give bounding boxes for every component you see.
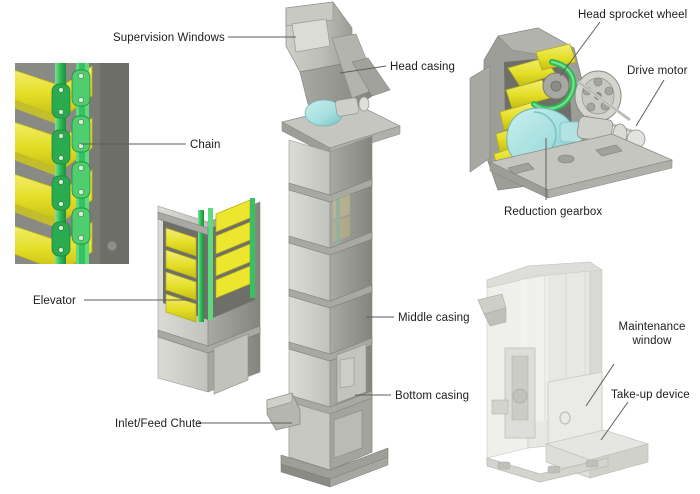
head-base-plate bbox=[488, 133, 674, 191]
leader-maintenance-window bbox=[585, 363, 615, 407]
label-head-sprocket-wheel: Head sprocket wheel bbox=[578, 9, 688, 21]
leader-lines bbox=[81, 21, 665, 441]
label-drive-motor: Drive motor bbox=[627, 65, 688, 77]
chain-pins bbox=[58, 73, 84, 253]
chain-strand-left bbox=[55, 62, 66, 265]
head-platform bbox=[281, 103, 401, 149]
boot-base bbox=[486, 457, 609, 483]
label-reduction-gearbox: Reduction gearbox bbox=[504, 206, 603, 218]
takeup-frame bbox=[339, 357, 355, 389]
inlet-feed-chute-shape bbox=[266, 392, 301, 431]
base-mounts bbox=[507, 144, 623, 175]
bottom-casing-group bbox=[266, 357, 389, 488]
head-chain bbox=[531, 59, 577, 112]
leader-head-sprocket-wheel bbox=[559, 21, 601, 77]
drive-motor-shape bbox=[335, 97, 359, 117]
inset-chain-2 bbox=[208, 208, 213, 320]
inset-chain-3 bbox=[250, 198, 255, 298]
boot-takeup-frame bbox=[491, 347, 536, 439]
access-panel bbox=[336, 343, 367, 404]
casing-showthrough bbox=[333, 194, 350, 245]
base-frame bbox=[280, 447, 389, 480]
bucket-shapes bbox=[14, 65, 93, 265]
label-head-casing: Head casing bbox=[390, 61, 456, 73]
label-maintenance-window: Maintenance window bbox=[618, 321, 686, 347]
boot-section-detail bbox=[477, 261, 650, 483]
reduction-gearbox-shape-detail bbox=[506, 107, 583, 173]
leader-drive-motor bbox=[635, 79, 665, 127]
chain-strand-right bbox=[76, 62, 89, 265]
drive-motor-shape-detail bbox=[576, 115, 646, 149]
take-up-device-shape bbox=[544, 429, 650, 461]
label-bottom-casing: Bottom casing bbox=[395, 390, 470, 402]
drive-pulley bbox=[574, 70, 622, 122]
label-take-up-device: Take-up device bbox=[611, 389, 690, 401]
reduction-gearbox-shape bbox=[304, 99, 344, 127]
label-middle-casing: Middle casing bbox=[398, 312, 470, 324]
boot-inlet-chute bbox=[477, 293, 507, 315]
head-interior bbox=[504, 56, 574, 176]
head-assembly-detail bbox=[469, 27, 674, 199]
leader-take-up-device bbox=[600, 401, 629, 441]
chain-detail-inset bbox=[14, 62, 130, 265]
head-sprocket-wheel-shape bbox=[542, 72, 570, 100]
head-buckets bbox=[493, 43, 577, 173]
leader-head-casing bbox=[339, 65, 387, 74]
label-supervision-windows: Supervision Windows bbox=[113, 32, 225, 44]
main-elevator-assembly bbox=[266, 1, 401, 488]
inset-buckets-left bbox=[165, 227, 197, 323]
label-inlet-feed-chute: Inlet/Feed Chute bbox=[115, 418, 202, 430]
pulley-holes bbox=[582, 77, 614, 112]
inset-chain-1 bbox=[198, 210, 204, 322]
supervision-window-pane bbox=[291, 18, 331, 53]
drive-belt bbox=[576, 80, 635, 134]
maintenance-window-panel bbox=[547, 371, 603, 445]
label-elevator: Elevator bbox=[33, 295, 76, 307]
elevator-cutaway-inset bbox=[157, 198, 261, 395]
label-chain: Chain bbox=[190, 139, 221, 151]
inset-buckets-right bbox=[215, 199, 251, 299]
middle-casing-column bbox=[288, 135, 373, 471]
chain-links bbox=[51, 69, 91, 257]
